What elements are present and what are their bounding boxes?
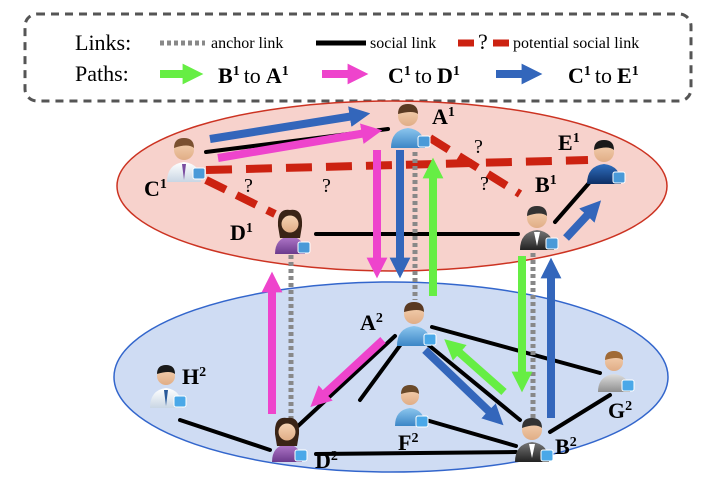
node-g2[interactable]: G2: [598, 351, 635, 423]
person-icon: [167, 138, 206, 182]
potential-link-question: ?: [244, 175, 253, 197]
person-icon: [520, 206, 559, 250]
node-label: B1: [535, 172, 557, 197]
node-label: F2: [398, 430, 418, 455]
node-a2[interactable]: A2: [360, 302, 437, 346]
path-arrow-c1-to-e1: [422, 347, 504, 426]
potential-link-c1-d1: [204, 176, 277, 218]
node-label: H2: [182, 364, 206, 389]
potential-link-question: ?: [478, 29, 488, 54]
potential-link-c1-e1: [205, 156, 589, 174]
node-label: D2: [315, 448, 338, 473]
node-label: A1: [432, 104, 455, 129]
anchor-link-label: anchor link: [211, 35, 283, 52]
node-a1[interactable]: A1: [391, 104, 455, 148]
path-arrow-c1-to-e1: [563, 200, 602, 241]
person-icon: [391, 104, 431, 148]
node-label: G2: [608, 398, 632, 423]
person-icon: [587, 140, 626, 184]
social-link-d2-b2: [314, 450, 518, 456]
node-label: A2: [360, 310, 383, 335]
node-c1[interactable]: C1: [144, 138, 206, 201]
links-label: Links:: [75, 30, 131, 55]
path-arrow-c1-to-d1: [310, 337, 386, 408]
person-icon: [395, 385, 429, 428]
node-d1[interactable]: D1: [230, 209, 311, 254]
social-link-f2-b2: [424, 418, 518, 448]
node-label: D1: [230, 220, 253, 245]
social-link-h2-d2: [178, 418, 272, 452]
node-label: B2: [555, 434, 577, 459]
person-icon: [397, 302, 437, 346]
social-link-g2-b2: [548, 393, 612, 434]
person-icon: [598, 351, 635, 392]
path-arrow-c1-to-e1: [209, 106, 371, 143]
social-link-a2-g2: [430, 325, 602, 375]
node-d2[interactable]: D2: [272, 417, 338, 473]
node-b1[interactable]: B1: [520, 172, 559, 250]
person-icon: [150, 365, 187, 408]
anchor-links: [288, 152, 536, 420]
node-f2[interactable]: F2: [395, 385, 429, 455]
node-e1[interactable]: E1: [558, 130, 626, 184]
person-icon: [515, 418, 554, 462]
potential-link-a1-b1: [427, 134, 523, 198]
legend-frame: [23, 12, 693, 103]
potential-social-link-label: potential social link: [513, 35, 639, 52]
potential-link-questions: ? ? ? ?: [244, 136, 489, 197]
social-link-a2-f2: [358, 338, 406, 402]
path-arrows: [209, 106, 602, 426]
person-icon: [275, 209, 311, 254]
potential-link-question: ?: [322, 175, 331, 197]
legend: Links: anchor link social link ? potenti…: [23, 12, 693, 103]
path-arrow-c1-to-d1: [217, 123, 383, 162]
node-label: C1: [144, 176, 167, 201]
social-link-label: social link: [370, 35, 436, 52]
path-arrow-b1-to-a1: [444, 339, 507, 395]
social-link-a2-d2: [296, 334, 397, 428]
node-b2[interactable]: B2: [515, 418, 577, 462]
node-label: E1: [558, 130, 580, 155]
person-icon: [272, 417, 308, 462]
potential-links: [204, 134, 589, 218]
potential-link-question: ?: [474, 136, 483, 158]
paths-label: Paths:: [75, 61, 129, 86]
potential-link-question: ?: [480, 173, 489, 195]
node-h2[interactable]: H2: [150, 364, 206, 408]
